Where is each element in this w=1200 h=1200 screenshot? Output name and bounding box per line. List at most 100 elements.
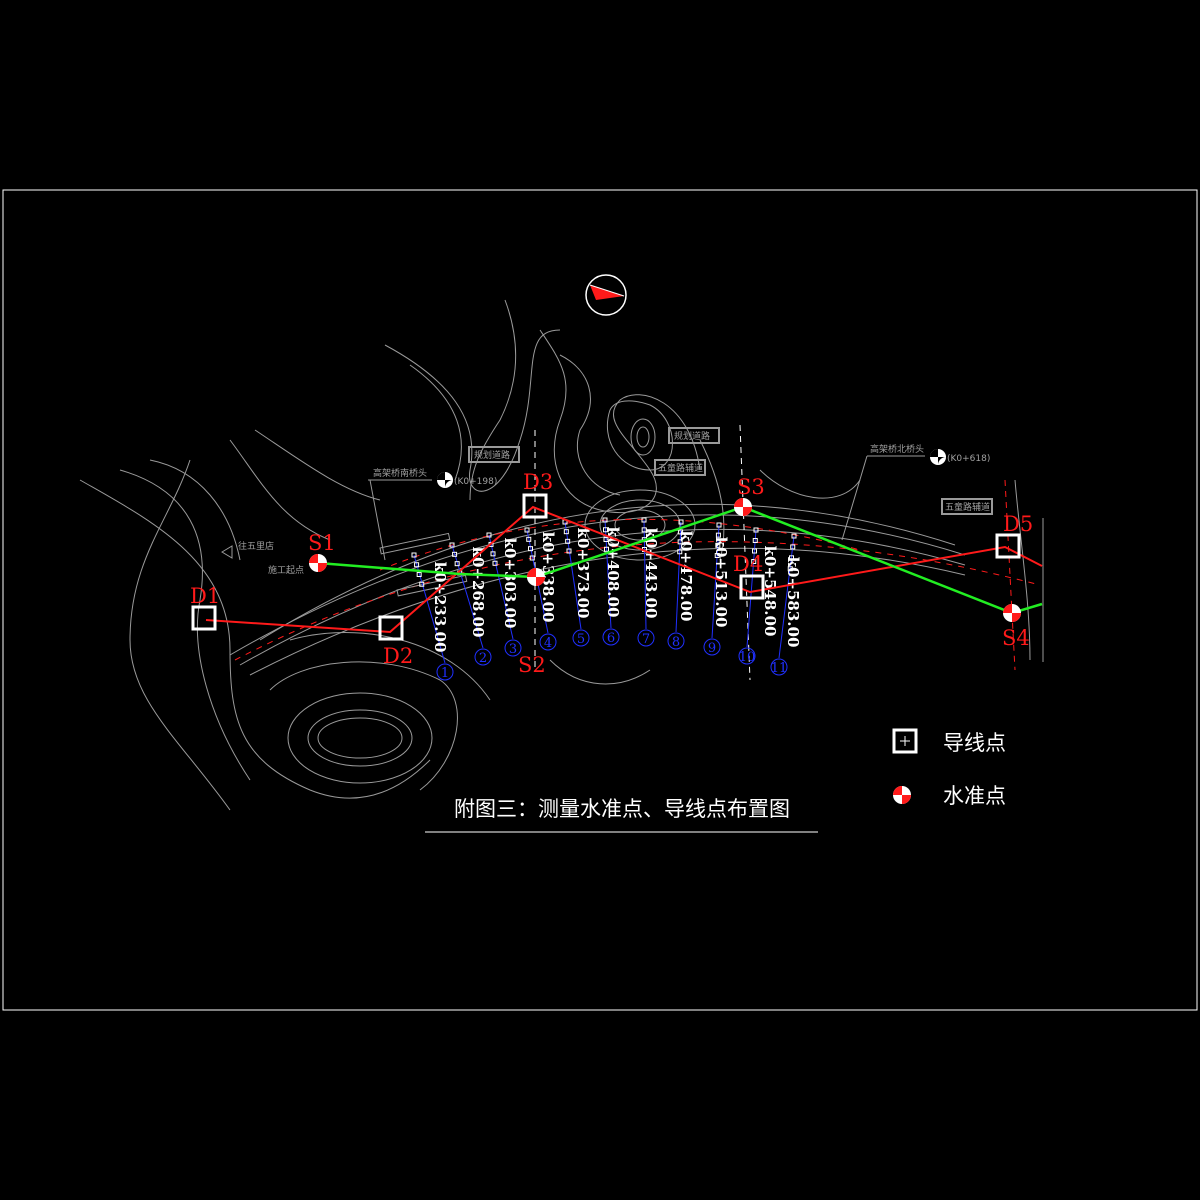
south-chainage: (K0+198) xyxy=(454,477,497,487)
station-marker xyxy=(604,546,609,552)
station-number: 8 xyxy=(672,635,680,650)
station-11: 11 k0+583.00 xyxy=(770,533,802,676)
station-marker xyxy=(641,527,647,533)
benchmark-label: S2 xyxy=(518,653,546,677)
benchmark-south-icon xyxy=(437,472,453,488)
benchmark-S3[interactable]: S3 xyxy=(734,475,765,516)
traverse-point-label: D3 xyxy=(523,470,553,494)
station-number-circle xyxy=(738,647,756,665)
station-label: k0+478.00 xyxy=(677,531,695,622)
traverse-point-D3[interactable]: D3 xyxy=(522,470,553,519)
station-marker xyxy=(751,559,757,564)
road-alignment xyxy=(229,424,1041,681)
station-marker xyxy=(790,544,796,550)
benchmark-legend-icon xyxy=(893,786,911,804)
station-label: k0+373.00 xyxy=(574,528,592,619)
station-4: 4 k0+338.00 xyxy=(524,527,557,651)
north-chainage: (K0+618) xyxy=(947,454,990,464)
station-3: 3k0+303.00 xyxy=(486,532,522,657)
north-arrow-icon xyxy=(585,274,627,316)
station-marker xyxy=(791,533,797,539)
benchmark-S4[interactable]: S4 xyxy=(1002,604,1030,650)
traverse-point-D5[interactable]: D5 xyxy=(995,512,1033,559)
to-wulidian-note: 往五里店 xyxy=(238,540,274,552)
station-marker xyxy=(419,581,425,587)
station-marker xyxy=(563,529,569,535)
station-label: k0+233.00 xyxy=(431,562,449,653)
station-5: 5k0+373.00 xyxy=(562,519,592,647)
station-marker xyxy=(524,527,530,533)
station-number: 1 xyxy=(441,666,449,681)
station-number: 9 xyxy=(708,641,716,656)
traverse-point-D4[interactable]: D4 xyxy=(733,552,765,600)
station-marker xyxy=(603,537,609,542)
station-number: 10 xyxy=(739,650,756,665)
station-marker xyxy=(528,546,533,552)
station-number: 4 xyxy=(544,636,552,651)
drawing-frame xyxy=(2,189,1198,1011)
benchmark-label: S1 xyxy=(308,531,336,555)
station-marker xyxy=(449,542,455,548)
station-number-circle xyxy=(667,632,685,650)
traverse-point-icon xyxy=(739,574,765,600)
station-9: 9k0+513.00 xyxy=(703,522,730,656)
start-point-note: 施工起点 xyxy=(268,564,304,576)
benchmark-label: S3 xyxy=(737,475,765,499)
station-marker xyxy=(678,519,684,525)
station-marker xyxy=(716,522,722,528)
station-number: 3 xyxy=(509,642,517,657)
station-marker xyxy=(566,548,572,554)
traverse-point-legend-icon xyxy=(892,728,918,754)
station-marker xyxy=(452,551,458,557)
station-marker xyxy=(715,532,721,538)
station-marker xyxy=(787,566,793,572)
station-marker xyxy=(753,527,759,533)
station-marker xyxy=(602,517,608,523)
station-marker xyxy=(752,548,757,554)
station-number-circle xyxy=(637,629,655,647)
station-marker xyxy=(526,536,532,542)
station-label: k0+338.00 xyxy=(539,532,557,623)
station-number-circle xyxy=(539,633,557,651)
station-marker xyxy=(492,560,498,566)
legend-traverse-label: 导线点 xyxy=(943,731,1006,755)
station-number-circle xyxy=(770,658,788,676)
station-number-circle xyxy=(436,663,454,681)
station-marker xyxy=(789,555,794,561)
station-marker xyxy=(641,517,647,523)
drawing-title: 附图三：测量水准点、导线点布置图 xyxy=(454,797,790,821)
station-label: k0+583.00 xyxy=(784,557,802,648)
station-number: 7 xyxy=(642,632,650,647)
traverse-point-D2[interactable]: D2 xyxy=(378,615,413,668)
traverse-point-label: D4 xyxy=(733,552,763,576)
station-number: 11 xyxy=(771,661,788,676)
traverse-point-D1[interactable]: D1 xyxy=(190,584,220,631)
station-marker xyxy=(454,561,460,567)
station-label: k0+443.00 xyxy=(642,528,660,619)
station-marker xyxy=(752,538,758,543)
station-marker xyxy=(490,551,496,557)
traverse-point-icon xyxy=(995,533,1021,559)
annotations: 高架桥南桥头 (K0+198) 规划道路 规划道路 五童路辅道 高架桥北桥头 (… xyxy=(221,427,993,576)
traverse-point-icon xyxy=(191,605,217,631)
station-number-circle xyxy=(572,629,590,647)
station-marker xyxy=(486,532,492,538)
station-marker xyxy=(677,549,683,555)
benchmark-S2[interactable]: S2 xyxy=(518,568,546,677)
station-marker xyxy=(677,539,683,545)
station-number: 2 xyxy=(479,651,487,666)
south-bridge-note: 高架桥南桥头 xyxy=(373,467,427,479)
benchmark-S1[interactable]: S1 xyxy=(308,531,336,572)
aux-road-note-1: 五童路辅道 xyxy=(658,462,703,474)
traverse-point-label: D5 xyxy=(1003,512,1033,536)
station-number-circle xyxy=(703,638,721,656)
station-line xyxy=(746,529,757,648)
traverse-point-label: D1 xyxy=(190,584,220,608)
station-marker xyxy=(565,538,571,544)
station-marker xyxy=(411,552,417,558)
aux-road-note-2: 五童路辅道 xyxy=(945,501,990,513)
